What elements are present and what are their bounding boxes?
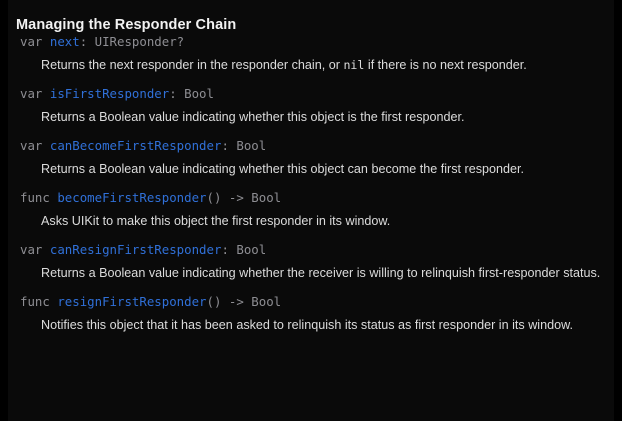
signature-identifier[interactable]: isFirstResponder	[49, 86, 170, 101]
api-signature[interactable]: func resignFirstResponder() -> Bool	[0, 293, 622, 311]
description-text-pre: Notifies this object that it has been as…	[41, 318, 574, 332]
api-description: Returns a Boolean value indicating wheth…	[0, 160, 622, 179]
api-entry[interactable]: func becomeFirstResponder() -> Bool Asks…	[0, 189, 622, 231]
signature-identifier[interactable]: canBecomeFirstResponder	[49, 138, 222, 153]
signature-identifier[interactable]: resignFirstResponder	[57, 294, 207, 309]
api-entry[interactable]: func resignFirstResponder() -> Bool Noti…	[0, 293, 622, 335]
inline-code-nil: nil	[343, 58, 365, 72]
signature-keyword: var	[20, 34, 43, 49]
api-symbol-list: var next: UIResponder? Returns the next …	[0, 33, 622, 345]
signature-keyword: var	[20, 86, 43, 101]
api-signature[interactable]: var isFirstResponder: Bool	[0, 85, 622, 103]
signature-identifier[interactable]: canResignFirstResponder	[49, 242, 222, 257]
api-signature[interactable]: var canResignFirstResponder: Bool	[0, 241, 622, 259]
description-text-post: if there is no next responder.	[364, 58, 527, 72]
signature-identifier[interactable]: becomeFirstResponder	[57, 190, 207, 205]
api-signature[interactable]: var canBecomeFirstResponder: Bool	[0, 137, 622, 155]
description-text-pre: Returns a Boolean value indicating wheth…	[41, 162, 525, 176]
api-signature[interactable]: func becomeFirstResponder() -> Bool	[0, 189, 622, 207]
description-text-pre: Asks UIKit to make this object the first…	[41, 214, 391, 228]
content-plate	[8, 0, 614, 421]
signature-identifier[interactable]: next	[49, 34, 80, 49]
api-entry[interactable]: var isFirstResponder: Bool Returns a Boo…	[0, 85, 622, 127]
signature-keyword: func	[20, 294, 50, 309]
api-description: Returns a Boolean value indicating wheth…	[0, 264, 622, 283]
signature-type: : UIResponder?	[79, 34, 185, 49]
description-text-pre: Returns a Boolean value indicating wheth…	[41, 266, 601, 280]
api-signature[interactable]: var next: UIResponder?	[0, 33, 622, 51]
signature-type: : Bool	[221, 138, 267, 153]
api-description: Returns a Boolean value indicating wheth…	[0, 108, 622, 127]
signature-type: () -> Bool	[206, 294, 282, 309]
signature-keyword: var	[20, 138, 43, 153]
signature-keyword: func	[20, 190, 50, 205]
api-description: Notifies this object that it has been as…	[0, 316, 622, 335]
api-entry[interactable]: var canResignFirstResponder: Bool Return…	[0, 241, 622, 283]
page-title: Managing the Responder Chain	[16, 17, 237, 34]
description-text-pre: Returns the next responder in the respon…	[41, 58, 344, 72]
signature-keyword: var	[20, 242, 43, 257]
api-description: Returns the next responder in the respon…	[0, 56, 622, 75]
api-description: Asks UIKit to make this object the first…	[0, 212, 622, 231]
description-text-pre: Returns a Boolean value indicating wheth…	[41, 110, 465, 124]
signature-type: () -> Bool	[206, 190, 282, 205]
api-entry[interactable]: var canBecomeFirstResponder: Bool Return…	[0, 137, 622, 179]
signature-type: : Bool	[221, 242, 267, 257]
signature-type: : Bool	[169, 86, 214, 101]
api-entry[interactable]: var next: UIResponder? Returns the next …	[0, 33, 622, 75]
